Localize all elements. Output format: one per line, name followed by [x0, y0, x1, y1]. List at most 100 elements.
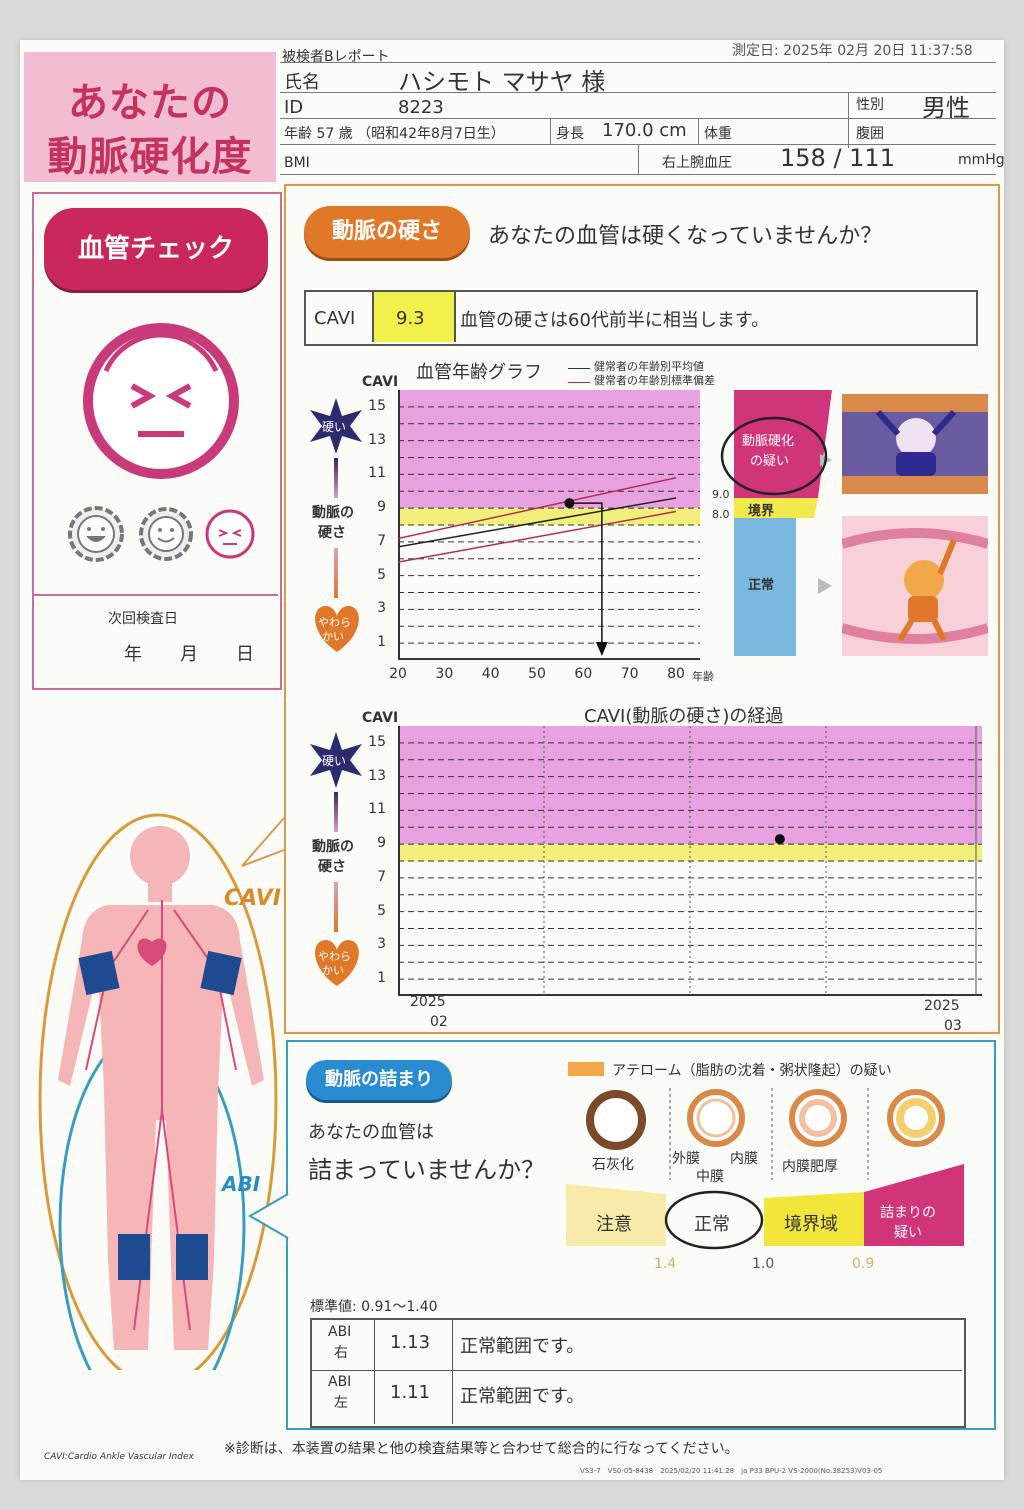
trend-point — [774, 834, 785, 845]
abi-table — [310, 1318, 966, 1428]
age-graph-title: 血管年齢グラフ — [416, 362, 542, 383]
abi-right-comment: 正常範囲です。 — [460, 1336, 585, 1357]
title-line1: あなたの — [68, 80, 232, 126]
abi-right-label-1: ABI — [328, 1324, 352, 1340]
x-tick-label: 60 — [574, 666, 593, 682]
age-graph-plot — [398, 390, 700, 660]
age-graph-legend-mean: 健常者の年齢別平均値 — [594, 360, 704, 373]
body-illustration — [38, 813, 278, 1370]
id-label: ID — [284, 97, 304, 118]
y-tick-label: 5 — [377, 902, 386, 919]
name-label: 氏名 — [284, 72, 320, 93]
age-arrow — [569, 502, 603, 652]
cavi-comment: 血管の硬さは60代前半に相当します。 — [460, 310, 770, 331]
y-tick-label: 7 — [377, 532, 386, 549]
x-tick-label: 20 — [389, 666, 407, 682]
height-value: 170.0 cm — [602, 120, 687, 141]
happy-flower-face-icon — [68, 506, 124, 562]
axis-word-2: 硬さ — [318, 525, 346, 541]
bp-value: 158 / 111 — [780, 144, 895, 172]
worried-face-icon — [83, 323, 239, 479]
abi-left-label-2: 左 — [334, 1395, 348, 1411]
y-tick-label: 13 — [368, 431, 386, 448]
footer-note: ※診断は、本装置の結果と他の検査結果等と合わせて総合的に行なってください。 — [224, 1441, 739, 1457]
smile-flower-face-icon — [139, 507, 193, 561]
trend-x-end-month: 03 — [944, 1018, 962, 1034]
stiffness-panel — [284, 184, 1000, 1034]
blockage-pill: 動脈の詰まり — [306, 1060, 452, 1100]
trend-graph-ylabel: CAVI — [362, 710, 399, 726]
sd-line — [398, 477, 677, 540]
healthy-vessel-illustration — [842, 516, 988, 656]
check-pill: 血管チェック — [44, 208, 268, 290]
y-tick-label: 7 — [377, 868, 386, 885]
y-tick-label: 13 — [368, 767, 386, 784]
waist-label: 腹囲 — [856, 126, 884, 142]
body-cavi-label: CAVI — [224, 886, 281, 911]
abi-tick-14: 1.4 — [654, 1256, 677, 1272]
sex-label: 性別 — [856, 97, 884, 113]
stiffness-pill: 動脈の硬さ — [304, 206, 470, 258]
title-block: あなたの 動脈硬化度 — [24, 52, 276, 182]
x-tick-label: 50 — [528, 666, 546, 682]
report-label: 被検者Bレポート — [282, 49, 390, 65]
zone-normal: 正常 — [748, 578, 775, 593]
abi-left-value: 1.11 — [390, 1382, 431, 1403]
middle-membrane-label: 中膜 — [696, 1169, 724, 1185]
soft-heart-icon — [315, 606, 359, 652]
title-line2: 動脈硬化度 — [47, 134, 253, 180]
zone-blockage-2: 疑い — [894, 1225, 922, 1241]
abi-tick-09: 0.9 — [852, 1256, 875, 1272]
intimal-thickening-label: 内膜肥厚 — [782, 1159, 838, 1175]
trend-hard-label: 硬い — [322, 754, 347, 768]
worried-small-face-icon — [205, 509, 255, 559]
next-exam-label: 次回検査日 — [108, 611, 178, 627]
zone-border-abi: 境界域 — [784, 1214, 838, 1235]
abi-tick-10: 1.0 — [752, 1256, 775, 1272]
trend-x-end-year: 2025 — [924, 998, 960, 1014]
blockage-question-1: あなたの血管は — [308, 1122, 434, 1143]
soft-label-2: かい — [322, 630, 344, 643]
hard-star-icon — [310, 398, 362, 454]
x-tick-label: 30 — [435, 666, 454, 682]
y-tick-label: 11 — [368, 801, 386, 818]
cavi-result-box — [304, 290, 978, 346]
trend-hard-star-icon — [310, 732, 362, 788]
zone-column — [734, 390, 832, 656]
zone-suspect-2: の疑い — [750, 454, 790, 469]
measure-date: 測定日: 2025年 02月 20日 11:37:58 — [732, 43, 973, 59]
footer-brand: CAVI:Cardio Ankle Vascular Index — [44, 1452, 194, 1462]
age-text: 年齢 57 歳 （昭和42年8月7日生） — [284, 126, 505, 142]
patient-name: ハシモト マサヤ 様 — [398, 68, 606, 96]
bp-unit: mmHg — [958, 152, 1005, 168]
bmi-label: BMI — [284, 155, 310, 171]
abi-right-value: 1.13 — [390, 1332, 431, 1353]
y-tick-label: 3 — [377, 600, 386, 617]
trend-axis-word-1: 動脈の — [312, 839, 354, 855]
mean-line — [398, 497, 677, 548]
y-tick-label: 15 — [368, 397, 386, 414]
next-exam-date: 年 月 日 — [124, 644, 264, 665]
outer-membrane-label: 外膜 — [672, 1151, 700, 1167]
check-panel — [32, 192, 282, 690]
calcification-label: 石灰化 — [592, 1157, 634, 1173]
vessel-cross-sections — [586, 1088, 945, 1180]
stiff-vessel-illustration — [842, 394, 988, 494]
sex-value: 男性 — [922, 94, 970, 122]
trend-x-start-year: 2025 — [410, 994, 446, 1010]
cavi-label: CAVI — [314, 308, 356, 329]
trend-soft-label-2: かい — [322, 964, 344, 977]
patient-id: 8223 — [398, 97, 444, 118]
zone-border: 境界 — [748, 504, 775, 519]
ref-high-label: 9.0 — [712, 488, 730, 501]
x-tick-label: 40 — [481, 666, 500, 682]
athero-marker — [568, 1062, 604, 1076]
footer-small: VS3-7 VS0-05-8438 2025/02/20 11:41:28 ja… — [580, 1467, 883, 1475]
suspect-band — [398, 390, 700, 509]
y-tick-label: 1 — [377, 634, 386, 651]
abi-zone-bar — [566, 1164, 964, 1250]
sd-line — [398, 510, 677, 563]
y-tick-label: 11 — [368, 465, 386, 482]
zone-suspect-1: 動脈硬化 — [742, 434, 795, 449]
age-graph-ylabel: CAVI — [362, 374, 399, 390]
